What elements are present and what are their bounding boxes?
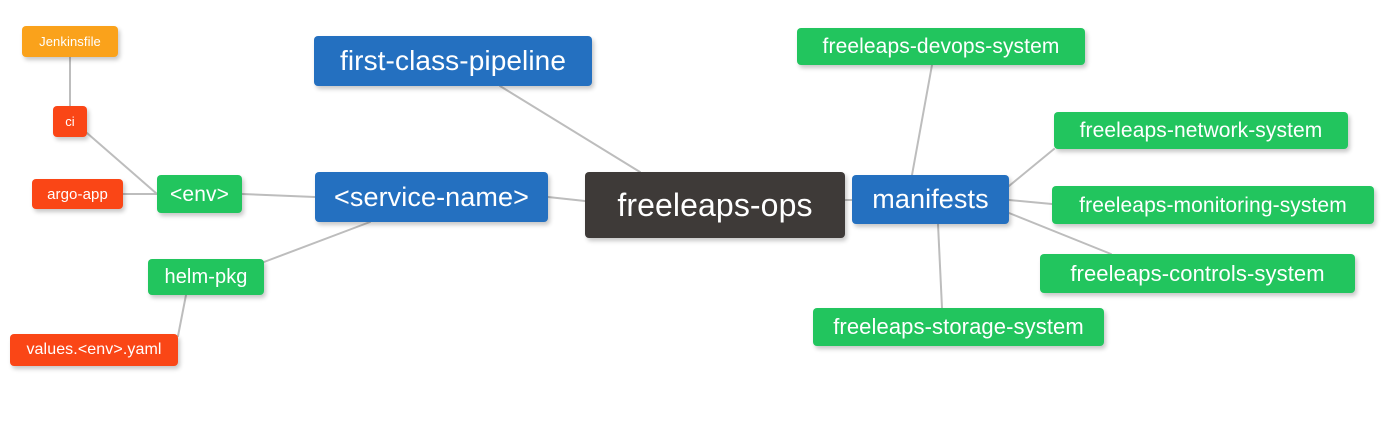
node-helm-pkg[interactable]: helm-pkg xyxy=(148,259,264,295)
node-label-argo-app: argo-app xyxy=(47,185,108,203)
node-label-freeleaps-network-system: freeleaps-network-system xyxy=(1079,119,1323,142)
node-jenkinsfile[interactable]: Jenkinsfile xyxy=(22,26,118,57)
node-manifests[interactable]: manifests xyxy=(852,175,1009,224)
node-label-manifests: manifests xyxy=(872,184,989,214)
edge-manifests-to-freeleaps-network-system xyxy=(1008,148,1055,187)
node-label-jenkinsfile: Jenkinsfile xyxy=(39,34,101,49)
node-label-env: <env> xyxy=(170,182,229,206)
node-service-name[interactable]: <service-name> xyxy=(315,172,548,222)
edge-first-class-pipeline-to-freeleaps-ops xyxy=(499,85,641,173)
edge-service-name-to-freeleaps-ops xyxy=(547,196,586,202)
node-label-freeleaps-devops-system: freeleaps-devops-system xyxy=(822,35,1060,58)
edge-manifests-to-freeleaps-devops-system xyxy=(911,64,933,176)
node-ci[interactable]: ci xyxy=(53,106,87,137)
node-freeleaps-monitoring-system[interactable]: freeleaps-monitoring-system xyxy=(1052,186,1374,224)
node-label-values-env-yaml: values.<env>.yaml xyxy=(26,341,162,358)
node-label-ci: ci xyxy=(65,114,75,129)
node-freeleaps-network-system[interactable]: freeleaps-network-system xyxy=(1054,112,1348,149)
edge-values-env-yaml-to-helm-pkg xyxy=(177,294,187,337)
node-label-freeleaps-monitoring-system: freeleaps-monitoring-system xyxy=(1079,193,1347,217)
node-label-freeleaps-controls-system: freeleaps-controls-system xyxy=(1070,260,1325,286)
edge-manifests-to-freeleaps-storage-system xyxy=(937,223,943,309)
edge-helm-pkg-to-service-name xyxy=(263,221,371,263)
node-first-class-pipeline[interactable]: first-class-pipeline xyxy=(314,36,592,86)
node-label-freeleaps-ops: freeleaps-ops xyxy=(617,187,813,223)
node-values-env-yaml[interactable]: values.<env>.yaml xyxy=(10,334,178,366)
node-env[interactable]: <env> xyxy=(157,175,242,213)
node-freeleaps-controls-system[interactable]: freeleaps-controls-system xyxy=(1040,254,1355,293)
node-argo-app[interactable]: argo-app xyxy=(32,179,123,209)
edge-env-to-service-name xyxy=(241,193,316,198)
node-freeleaps-devops-system[interactable]: freeleaps-devops-system xyxy=(797,28,1085,65)
edge-manifests-to-freeleaps-monitoring-system xyxy=(1008,199,1053,205)
node-label-first-class-pipeline: first-class-pipeline xyxy=(339,45,567,76)
node-label-service-name: <service-name> xyxy=(334,181,529,212)
node-freeleaps-storage-system[interactable]: freeleaps-storage-system xyxy=(813,308,1104,346)
node-freeleaps-ops[interactable]: freeleaps-ops xyxy=(585,172,845,238)
node-label-freeleaps-storage-system: freeleaps-storage-system xyxy=(833,314,1084,339)
node-label-helm-pkg: helm-pkg xyxy=(164,266,248,288)
